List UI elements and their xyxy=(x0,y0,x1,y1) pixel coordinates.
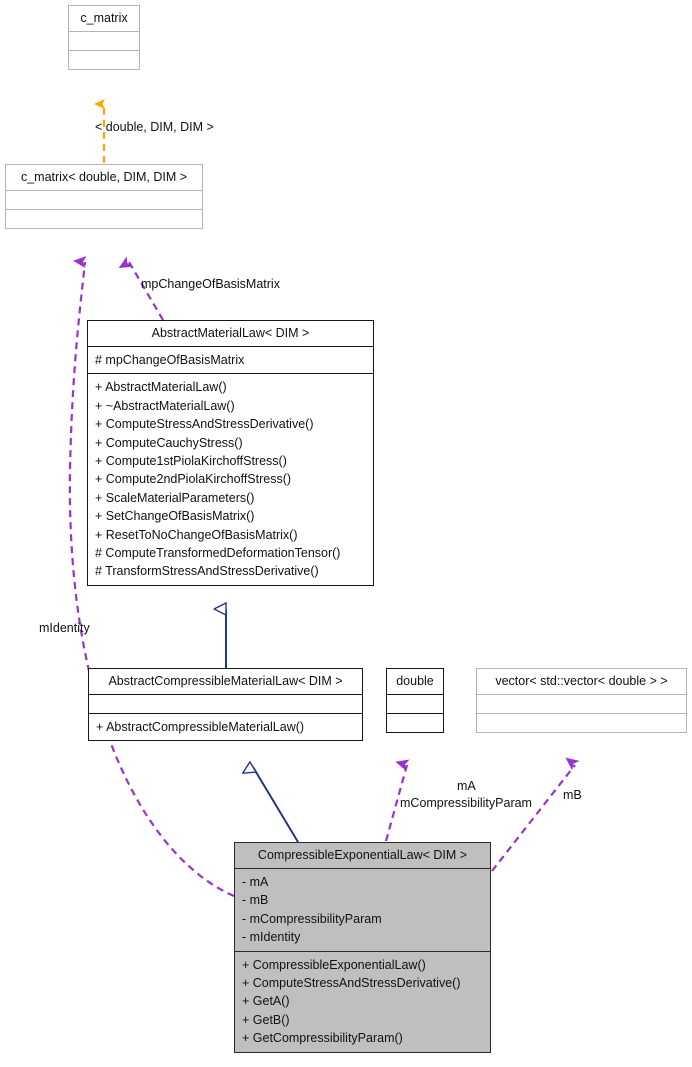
class-operations-compartment xyxy=(387,713,443,732)
class-node-abstract-material-law[interactable]: AbstractMaterialLaw< DIM > # mpChangeOfB… xyxy=(87,320,374,586)
class-title-compartment: double xyxy=(387,669,443,694)
class-attribute: # mpChangeOfBasisMatrix xyxy=(95,353,245,367)
class-operations-compartment xyxy=(6,209,202,228)
edge-inheritance-compressible-exponential xyxy=(253,767,299,843)
edge-label-mp-change-of-basis-matrix: mpChangeOfBasisMatrix xyxy=(141,277,280,291)
class-attribute: - mA xyxy=(242,875,269,889)
class-attributes-compartment: - mA - mB - mCompressibilityParam - mIde… xyxy=(235,868,490,951)
class-title-compartment: c_matrix xyxy=(69,6,139,31)
class-operations-compartment xyxy=(69,50,139,69)
class-title: c_matrix xyxy=(80,11,128,25)
class-operation: + CompressibleExponentialLaw() xyxy=(242,957,426,972)
class-title: AbstractCompressibleMaterialLaw< DIM > xyxy=(108,674,343,688)
class-attribute: - mIdentity xyxy=(242,930,301,945)
class-operation: # ComputeTransformedDeformationTensor() xyxy=(95,546,341,561)
class-attribute: - mB xyxy=(242,893,269,908)
edge-label-m-b: mB xyxy=(563,788,582,802)
class-node-c-matrix[interactable]: c_matrix xyxy=(68,5,140,70)
class-operations-compartment: + AbstractMaterialLaw() + ~AbstractMater… xyxy=(88,373,373,584)
class-operation: + ComputeStressAndStressDerivative() xyxy=(242,976,461,991)
class-title-compartment: CompressibleExponentialLaw< DIM > xyxy=(235,843,490,868)
class-operation: + GetA() xyxy=(242,994,290,1009)
class-operation: + GetCompressibilityParam() xyxy=(242,1031,403,1046)
class-node-abstract-compressible-material-law[interactable]: AbstractCompressibleMaterialLaw< DIM > +… xyxy=(88,668,363,742)
class-title-compartment: AbstractCompressibleMaterialLaw< DIM > xyxy=(89,669,362,694)
class-operation: + AbstractCompressibleMaterialLaw() xyxy=(96,720,305,734)
edge-label-m-identity: mIdentity xyxy=(39,621,90,635)
class-title-compartment: AbstractMaterialLaw< DIM > xyxy=(88,321,373,346)
class-operation: + AbstractMaterialLaw() xyxy=(95,380,227,395)
edge-label-m-a: mA xyxy=(457,779,476,793)
class-title: CompressibleExponentialLaw< DIM > xyxy=(257,848,468,862)
class-node-compressible-exponential-law[interactable]: CompressibleExponentialLaw< DIM > - mA -… xyxy=(234,842,491,1053)
class-node-c-matrix-bound[interactable]: c_matrix< double, DIM, DIM > xyxy=(5,164,203,229)
class-attributes-compartment xyxy=(69,31,139,50)
edge-label-template-binding: < double, DIM, DIM > xyxy=(95,120,214,134)
class-operation: + Compute2ndPiolaKirchoffStress() xyxy=(95,472,292,487)
class-attribute: - mCompressibilityParam xyxy=(242,911,382,926)
class-operation: + ResetToNoChangeOfBasisMatrix() xyxy=(95,527,298,542)
class-operations-compartment xyxy=(477,713,686,732)
class-title-compartment: vector< std::vector< double > > xyxy=(477,669,686,694)
edge-m-b xyxy=(491,757,580,872)
class-operation: + ComputeCauchyStress() xyxy=(95,435,243,450)
class-operation: + ~AbstractMaterialLaw() xyxy=(95,398,235,413)
class-attributes-compartment xyxy=(89,694,362,713)
class-title: double xyxy=(396,674,434,688)
class-operation: # TransformStressAndStressDerivative() xyxy=(95,564,319,579)
class-attributes-compartment xyxy=(477,694,686,713)
class-node-double[interactable]: double xyxy=(386,668,444,733)
class-operation: + Compute1stPiolaKirchoffStress() xyxy=(95,454,287,469)
class-node-vector-vector-double[interactable]: vector< std::vector< double > > xyxy=(476,668,687,733)
class-attributes-compartment: # mpChangeOfBasisMatrix xyxy=(88,346,373,373)
class-operations-compartment: + AbstractCompressibleMaterialLaw() xyxy=(89,713,362,740)
class-title-compartment: c_matrix< double, DIM, DIM > xyxy=(6,165,202,190)
class-title: c_matrix< double, DIM, DIM > xyxy=(20,170,188,184)
class-operation: + ComputeStressAndStressDerivative() xyxy=(95,417,314,432)
class-operations-compartment: + CompressibleExponentialLaw() + Compute… xyxy=(235,950,490,1052)
class-operation: + GetB() xyxy=(242,1012,290,1027)
class-attributes-compartment xyxy=(6,190,202,209)
class-title: AbstractMaterialLaw< DIM > xyxy=(151,326,310,340)
class-title: vector< std::vector< double > > xyxy=(495,674,668,688)
class-operation: + ScaleMaterialParameters() xyxy=(95,490,255,505)
class-operation: + SetChangeOfBasisMatrix() xyxy=(95,509,255,524)
class-attributes-compartment xyxy=(387,694,443,713)
edge-label-m-compressibility-param: mCompressibilityParam xyxy=(400,796,532,810)
